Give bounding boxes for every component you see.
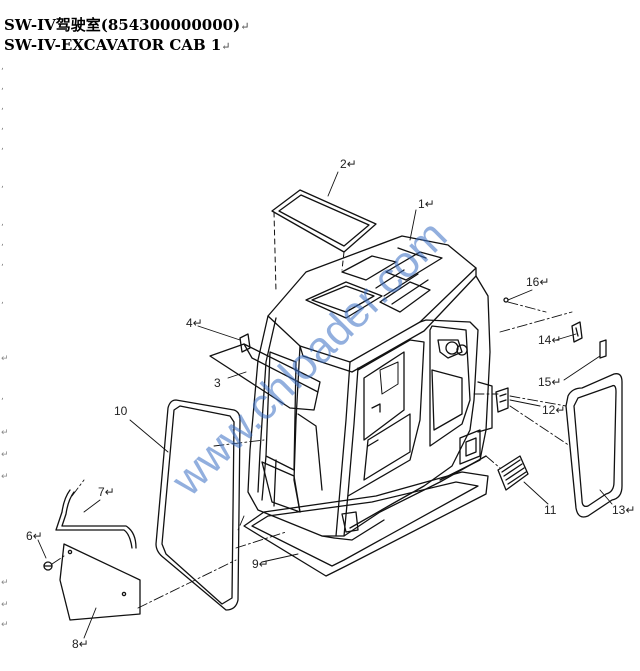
part-16-bolt xyxy=(503,297,509,303)
part-4-bracket xyxy=(239,333,251,353)
document-title-english: SW-IV-EXCAVATOR CAB 1↵ xyxy=(4,36,231,54)
callout-4: 4↵ xyxy=(186,316,203,330)
callout-2: 2↵ xyxy=(340,157,357,171)
paragraph-mark: ↵ xyxy=(221,40,231,53)
part-11-grille xyxy=(497,455,529,491)
document-title-chinese: SW-IV驾驶室(854300000000)↵ xyxy=(4,14,249,35)
callout-14: 14↵ xyxy=(538,333,561,347)
part-12-hinge xyxy=(495,387,509,413)
callout-10: 10 xyxy=(114,404,128,418)
callout-1: 1↵ xyxy=(418,197,435,211)
callout-7: 7↵ xyxy=(98,485,115,499)
callout-16: 16↵ xyxy=(526,275,549,289)
part-14-latch xyxy=(571,321,583,343)
title-cn-text: SW-IV驾驶室(854300000000) xyxy=(4,16,241,34)
callout-13: 13↵ xyxy=(612,503,635,517)
part-8-small-glass xyxy=(59,543,141,621)
paragraph-mark: ↵ xyxy=(240,20,250,33)
callout-6: 6↵ xyxy=(26,529,43,543)
callout-3: 3 xyxy=(214,376,221,390)
part-3-visor xyxy=(209,343,321,411)
part-7-seal xyxy=(55,489,137,549)
part-15-pad xyxy=(599,339,607,359)
callout-8: 8↵ xyxy=(72,637,89,651)
part-9-floor-plate xyxy=(243,471,489,577)
part-6-screw xyxy=(43,561,53,571)
part-13-rear-window xyxy=(565,373,623,518)
callout-11: 11 xyxy=(544,503,557,517)
part-10-front-glass xyxy=(155,399,241,611)
watermark-text: www.chloader.com xyxy=(162,211,457,506)
callout-12: 12↵ xyxy=(542,403,565,417)
callout-15: 15↵ xyxy=(538,375,561,389)
title-en-text: SW-IV-EXCAVATOR CAB 1 xyxy=(4,36,222,54)
part-1-cab-frame xyxy=(247,235,493,541)
part-2-roof-glass xyxy=(271,189,377,253)
callout-9: 9↵ xyxy=(252,557,269,571)
left-margin-marks: , , , , , , , , , , ↵ , ↵ ↵ ↵ ↵ ↵ ↵ xyxy=(1,62,9,630)
